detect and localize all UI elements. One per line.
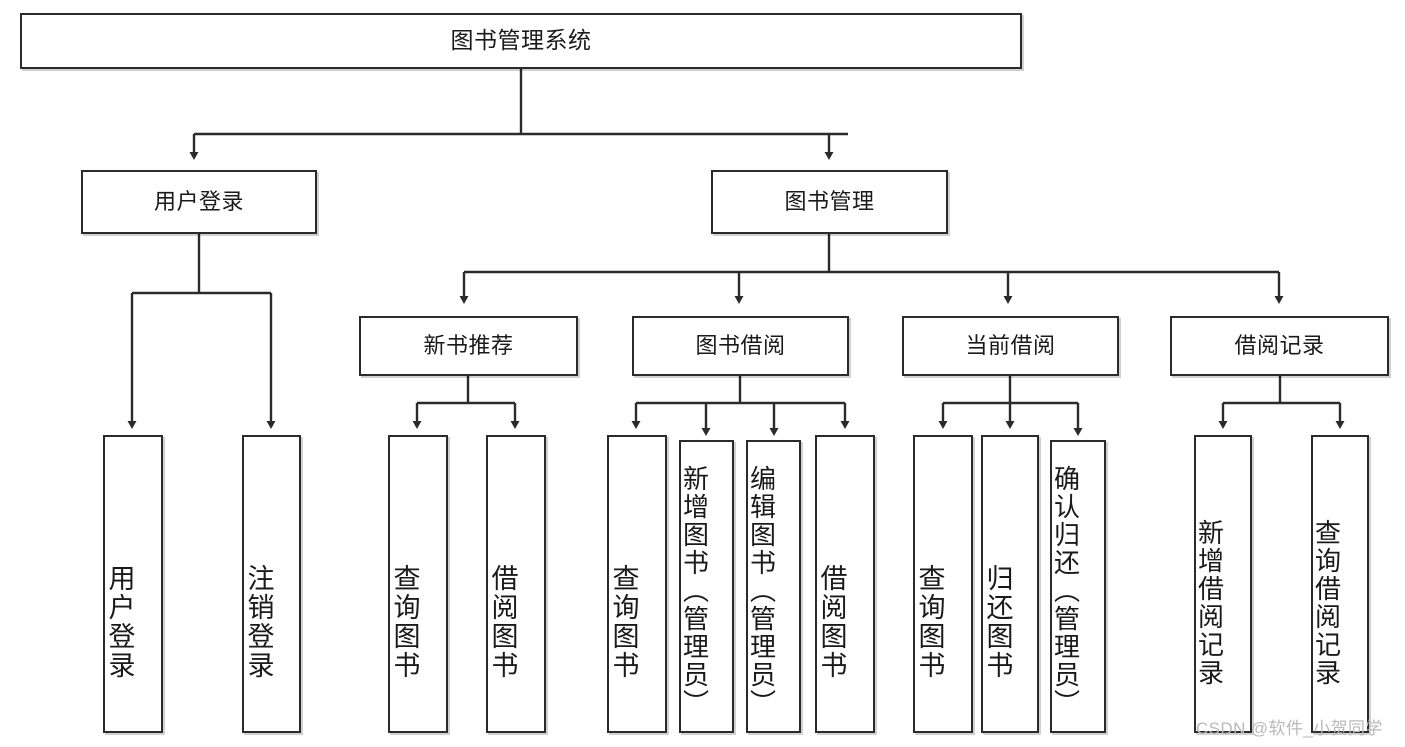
node-user-login[interactable]: 用户登录 bbox=[81, 170, 317, 234]
node-leaf-query-book-2[interactable]: 查询图书 bbox=[607, 435, 667, 733]
node-new-book-recommend[interactable]: 新书推荐 bbox=[359, 316, 578, 376]
node-leaf-add-record[interactable]: 新增借阅记录 bbox=[1194, 435, 1252, 733]
node-user-login-label: 用户登录 bbox=[153, 188, 244, 214]
node-leaf-add-book-label: 新增图书（管理员） bbox=[679, 464, 710, 717]
node-leaf-borrow-book-1[interactable]: 借阅图书 bbox=[486, 435, 546, 733]
node-leaf-logout-label: 注销登录 bbox=[243, 564, 274, 680]
node-book-borrow[interactable]: 图书借阅 bbox=[632, 316, 849, 376]
node-leaf-edit-book-label: 编辑图书（管理员） bbox=[746, 464, 777, 717]
node-root-system[interactable]: 图书管理系统 bbox=[20, 13, 1022, 69]
node-book-management-label: 图书管理 bbox=[784, 188, 875, 214]
node-current-borrow[interactable]: 当前借阅 bbox=[902, 316, 1119, 376]
node-leaf-query-book-3-label: 查询图书 bbox=[914, 564, 945, 680]
node-borrow-record-label: 借阅记录 bbox=[1234, 332, 1325, 358]
node-leaf-logout[interactable]: 注销登录 bbox=[242, 435, 301, 733]
node-current-borrow-label: 当前借阅 bbox=[965, 332, 1056, 358]
node-root-system-label: 图书管理系统 bbox=[450, 27, 592, 54]
node-leaf-query-book-1[interactable]: 查询图书 bbox=[388, 435, 448, 733]
node-leaf-query-book-2-label: 查询图书 bbox=[608, 564, 639, 680]
node-leaf-user-login-label: 用户登录 bbox=[104, 564, 135, 680]
node-leaf-edit-book[interactable]: 编辑图书（管理员） bbox=[746, 440, 801, 733]
node-leaf-borrow-book-2[interactable]: 借阅图书 bbox=[815, 435, 875, 733]
node-leaf-query-book-1-label: 查询图书 bbox=[389, 564, 420, 680]
node-leaf-add-record-label: 新增借阅记录 bbox=[1194, 519, 1225, 687]
watermark-text: CSDN @软件_小贺同学 bbox=[1196, 719, 1383, 738]
node-borrow-record[interactable]: 借阅记录 bbox=[1170, 316, 1389, 376]
node-leaf-query-record[interactable]: 查询借阅记录 bbox=[1311, 435, 1369, 733]
node-leaf-confirm-return-label: 确认归还（管理员） bbox=[1050, 464, 1081, 717]
node-leaf-confirm-return[interactable]: 确认归还（管理员） bbox=[1050, 440, 1106, 733]
node-leaf-add-book[interactable]: 新增图书（管理员） bbox=[679, 440, 734, 733]
node-book-borrow-label: 图书借阅 bbox=[695, 332, 786, 358]
node-leaf-user-login[interactable]: 用户登录 bbox=[103, 435, 163, 733]
node-new-book-recommend-label: 新书推荐 bbox=[423, 332, 514, 358]
node-leaf-borrow-book-1-label: 借阅图书 bbox=[487, 564, 518, 680]
node-leaf-return-book[interactable]: 归还图书 bbox=[981, 435, 1039, 733]
node-book-management[interactable]: 图书管理 bbox=[711, 170, 948, 234]
node-leaf-return-book-label: 归还图书 bbox=[982, 564, 1013, 680]
node-leaf-borrow-book-2-label: 借阅图书 bbox=[816, 564, 847, 680]
node-leaf-query-book-3[interactable]: 查询图书 bbox=[913, 435, 973, 733]
node-leaf-query-record-label: 查询借阅记录 bbox=[1311, 519, 1342, 687]
